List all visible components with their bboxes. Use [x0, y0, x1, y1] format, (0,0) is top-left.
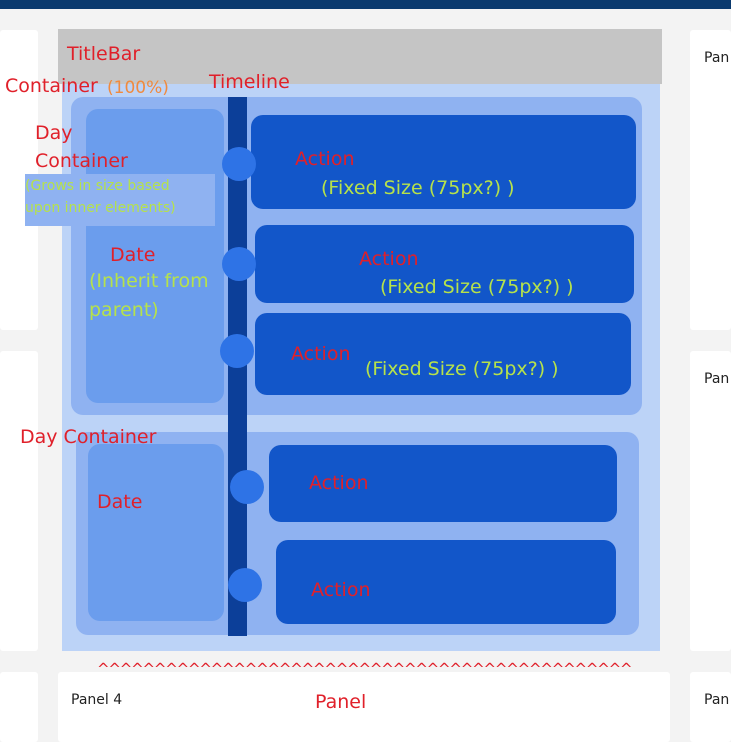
action-3-label: Action [291, 343, 351, 365]
action-box-5 [276, 540, 616, 624]
panel-4: Panel 4 [58, 672, 670, 742]
timeline-label: Timeline [209, 71, 290, 93]
action-box-1 [251, 115, 636, 209]
panel-4-name: Panel 4 [71, 692, 123, 708]
day-container-1-label-line2: Container [35, 150, 128, 172]
day-container-1-label-line1: Day [35, 122, 73, 144]
action-4-label: Action [309, 472, 369, 494]
top-header-bar [0, 0, 731, 9]
timeline-dot-4 [230, 470, 264, 504]
day-container-note-line1: (Grows in size based [25, 178, 170, 194]
left-panel-bottom [0, 672, 38, 742]
date-1-note-line1: (Inherit from [89, 270, 209, 292]
timeline-dot-2 [222, 247, 256, 281]
timeline-dot-1 [222, 147, 256, 181]
right-panel-middle: Pan [690, 351, 731, 651]
right-panel-2-name: Pan [704, 371, 730, 387]
action-2-note: (Fixed Size (75px?) ) [380, 276, 574, 298]
titlebar-region [58, 29, 662, 84]
date-2-label: Date [97, 491, 143, 513]
day-container-note-box [25, 174, 215, 226]
right-panel-top: Pan [690, 30, 731, 330]
right-panel-bottom: Pan [690, 672, 731, 742]
container-width-note: (100%) [107, 78, 169, 98]
date-box-2 [88, 444, 224, 621]
day-container-2-label: Day Container [20, 426, 157, 448]
panel-label: Panel [315, 691, 367, 713]
day-container-note-line2: upon inner elements) [25, 200, 176, 216]
panel-marker: ^^^^^^^^^^^^^^^^^^^^^^^^^^^^^^^^^^^^^^^^… [97, 660, 633, 678]
timeline-dot-5 [228, 568, 262, 602]
action-box-3 [255, 313, 631, 395]
action-2-label: Action [359, 248, 419, 270]
date-box-1 [86, 109, 224, 403]
left-panel-middle [0, 351, 38, 651]
action-1-label: Action [295, 148, 355, 170]
action-box-2 [255, 225, 634, 303]
action-5-label: Action [311, 579, 371, 601]
date-1-note-line2: parent) [89, 299, 159, 321]
container-label: Container [5, 75, 98, 97]
action-1-note: (Fixed Size (75px?) ) [321, 177, 515, 199]
action-3-note: (Fixed Size (75px?) ) [365, 358, 559, 380]
date-1-label: Date [110, 244, 156, 266]
titlebar-label: TitleBar [67, 43, 141, 65]
right-panel-3-name: Pan [704, 692, 730, 708]
timeline-dot-3 [220, 334, 254, 368]
right-panel-1-name: Pan [704, 50, 730, 66]
action-box-4 [269, 445, 617, 522]
